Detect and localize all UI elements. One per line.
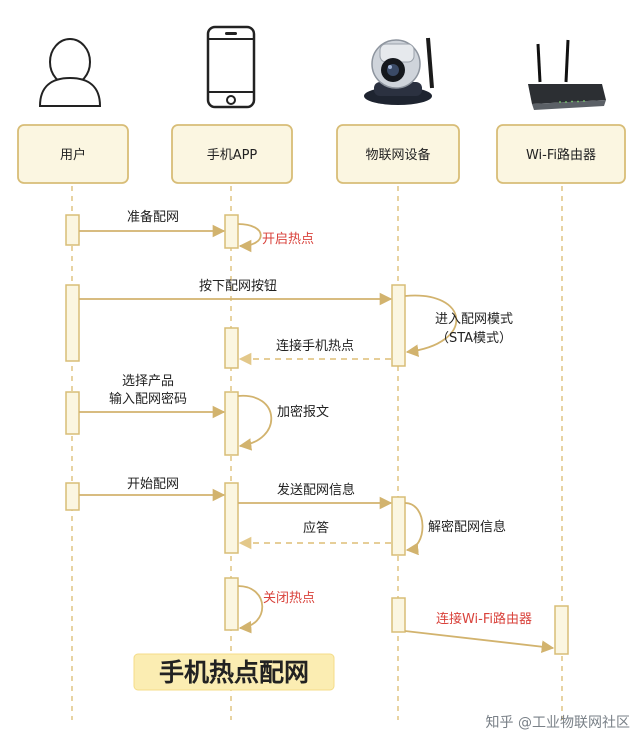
activation-bar [391, 597, 406, 633]
message-label-line2: 输入配网密码 [109, 391, 187, 407]
participant-router: Wi-Fi路由器 [496, 124, 626, 184]
message-label: 准备配网 [127, 209, 179, 225]
activation-bar [224, 214, 239, 249]
message-encrypt: 加密报文 [237, 395, 329, 451]
activation-bar [224, 327, 239, 369]
message-label: 连接手机热点 [276, 338, 354, 354]
message-label: 连接Wi-Fi路由器 [436, 611, 532, 627]
message-decrypt: 解密配网信息 [404, 502, 506, 556]
activation-bar [391, 284, 406, 367]
activation-bar [65, 482, 80, 511]
message-label: 加密报文 [277, 404, 329, 420]
activation-bars [65, 214, 569, 655]
smartphone-icon [206, 25, 256, 109]
activation-bar [554, 605, 569, 655]
message-label: 按下配网按钮 [199, 279, 277, 294]
participant-label: 用户 [60, 147, 86, 163]
watermark: 知乎 @工业物联网社区 [486, 714, 630, 731]
message-label-line2: （STA模式） [436, 331, 512, 346]
message-press-button: 按下配网按钮 [79, 279, 393, 306]
message-select-product: 选择产品 输入配网密码 [79, 374, 226, 419]
activation-bar [65, 284, 80, 362]
participant-label: Wi-Fi路由器 [526, 147, 596, 163]
message-label: 开启热点 [262, 232, 314, 247]
participant-label: 物联网设备 [365, 147, 430, 163]
message-connect-phone-hotspot: 连接手机热点 [238, 338, 391, 366]
message-open-hotspot: 开启热点 [237, 223, 314, 253]
message-label: 应答 [303, 520, 329, 536]
message-label: 发送配网信息 [277, 482, 355, 498]
message-label: 选择产品 [122, 374, 174, 389]
message-start-config: 开始配网 [79, 477, 226, 502]
message-label: 进入配网模式 [435, 312, 513, 327]
message-response: 应答 [238, 520, 391, 550]
activation-bar [224, 391, 239, 456]
diagram-title-text: 手机热点配网 [159, 658, 309, 687]
message-enter-config-mode: 进入配网模式 （STA模式） [404, 294, 513, 357]
activation-bar [65, 214, 80, 246]
activation-bar [65, 391, 80, 435]
message-prepare-network: 准备配网 [79, 209, 226, 238]
participant-user: 用户 [17, 124, 129, 184]
person-icon [38, 38, 102, 107]
message-label: 开始配网 [127, 477, 179, 492]
router-icon [528, 39, 606, 110]
activation-bar [224, 577, 239, 631]
participant-label: 手机APP [207, 148, 258, 163]
activation-bar [224, 482, 239, 554]
message-label: 解密配网信息 [428, 519, 506, 535]
camera-icon [364, 37, 434, 105]
activation-bar [391, 496, 406, 556]
message-close-hotspot: 关闭热点 [237, 585, 315, 634]
diagram-title: 手机热点配网 [133, 653, 335, 691]
message-send-config-info: 发送配网信息 [238, 482, 393, 510]
participant-app: 手机APP [171, 124, 293, 184]
participant-device: 物联网设备 [336, 124, 460, 184]
message-connect-router: 连接Wi-Fi路由器 [404, 611, 555, 653]
message-label: 关闭热点 [263, 591, 315, 606]
